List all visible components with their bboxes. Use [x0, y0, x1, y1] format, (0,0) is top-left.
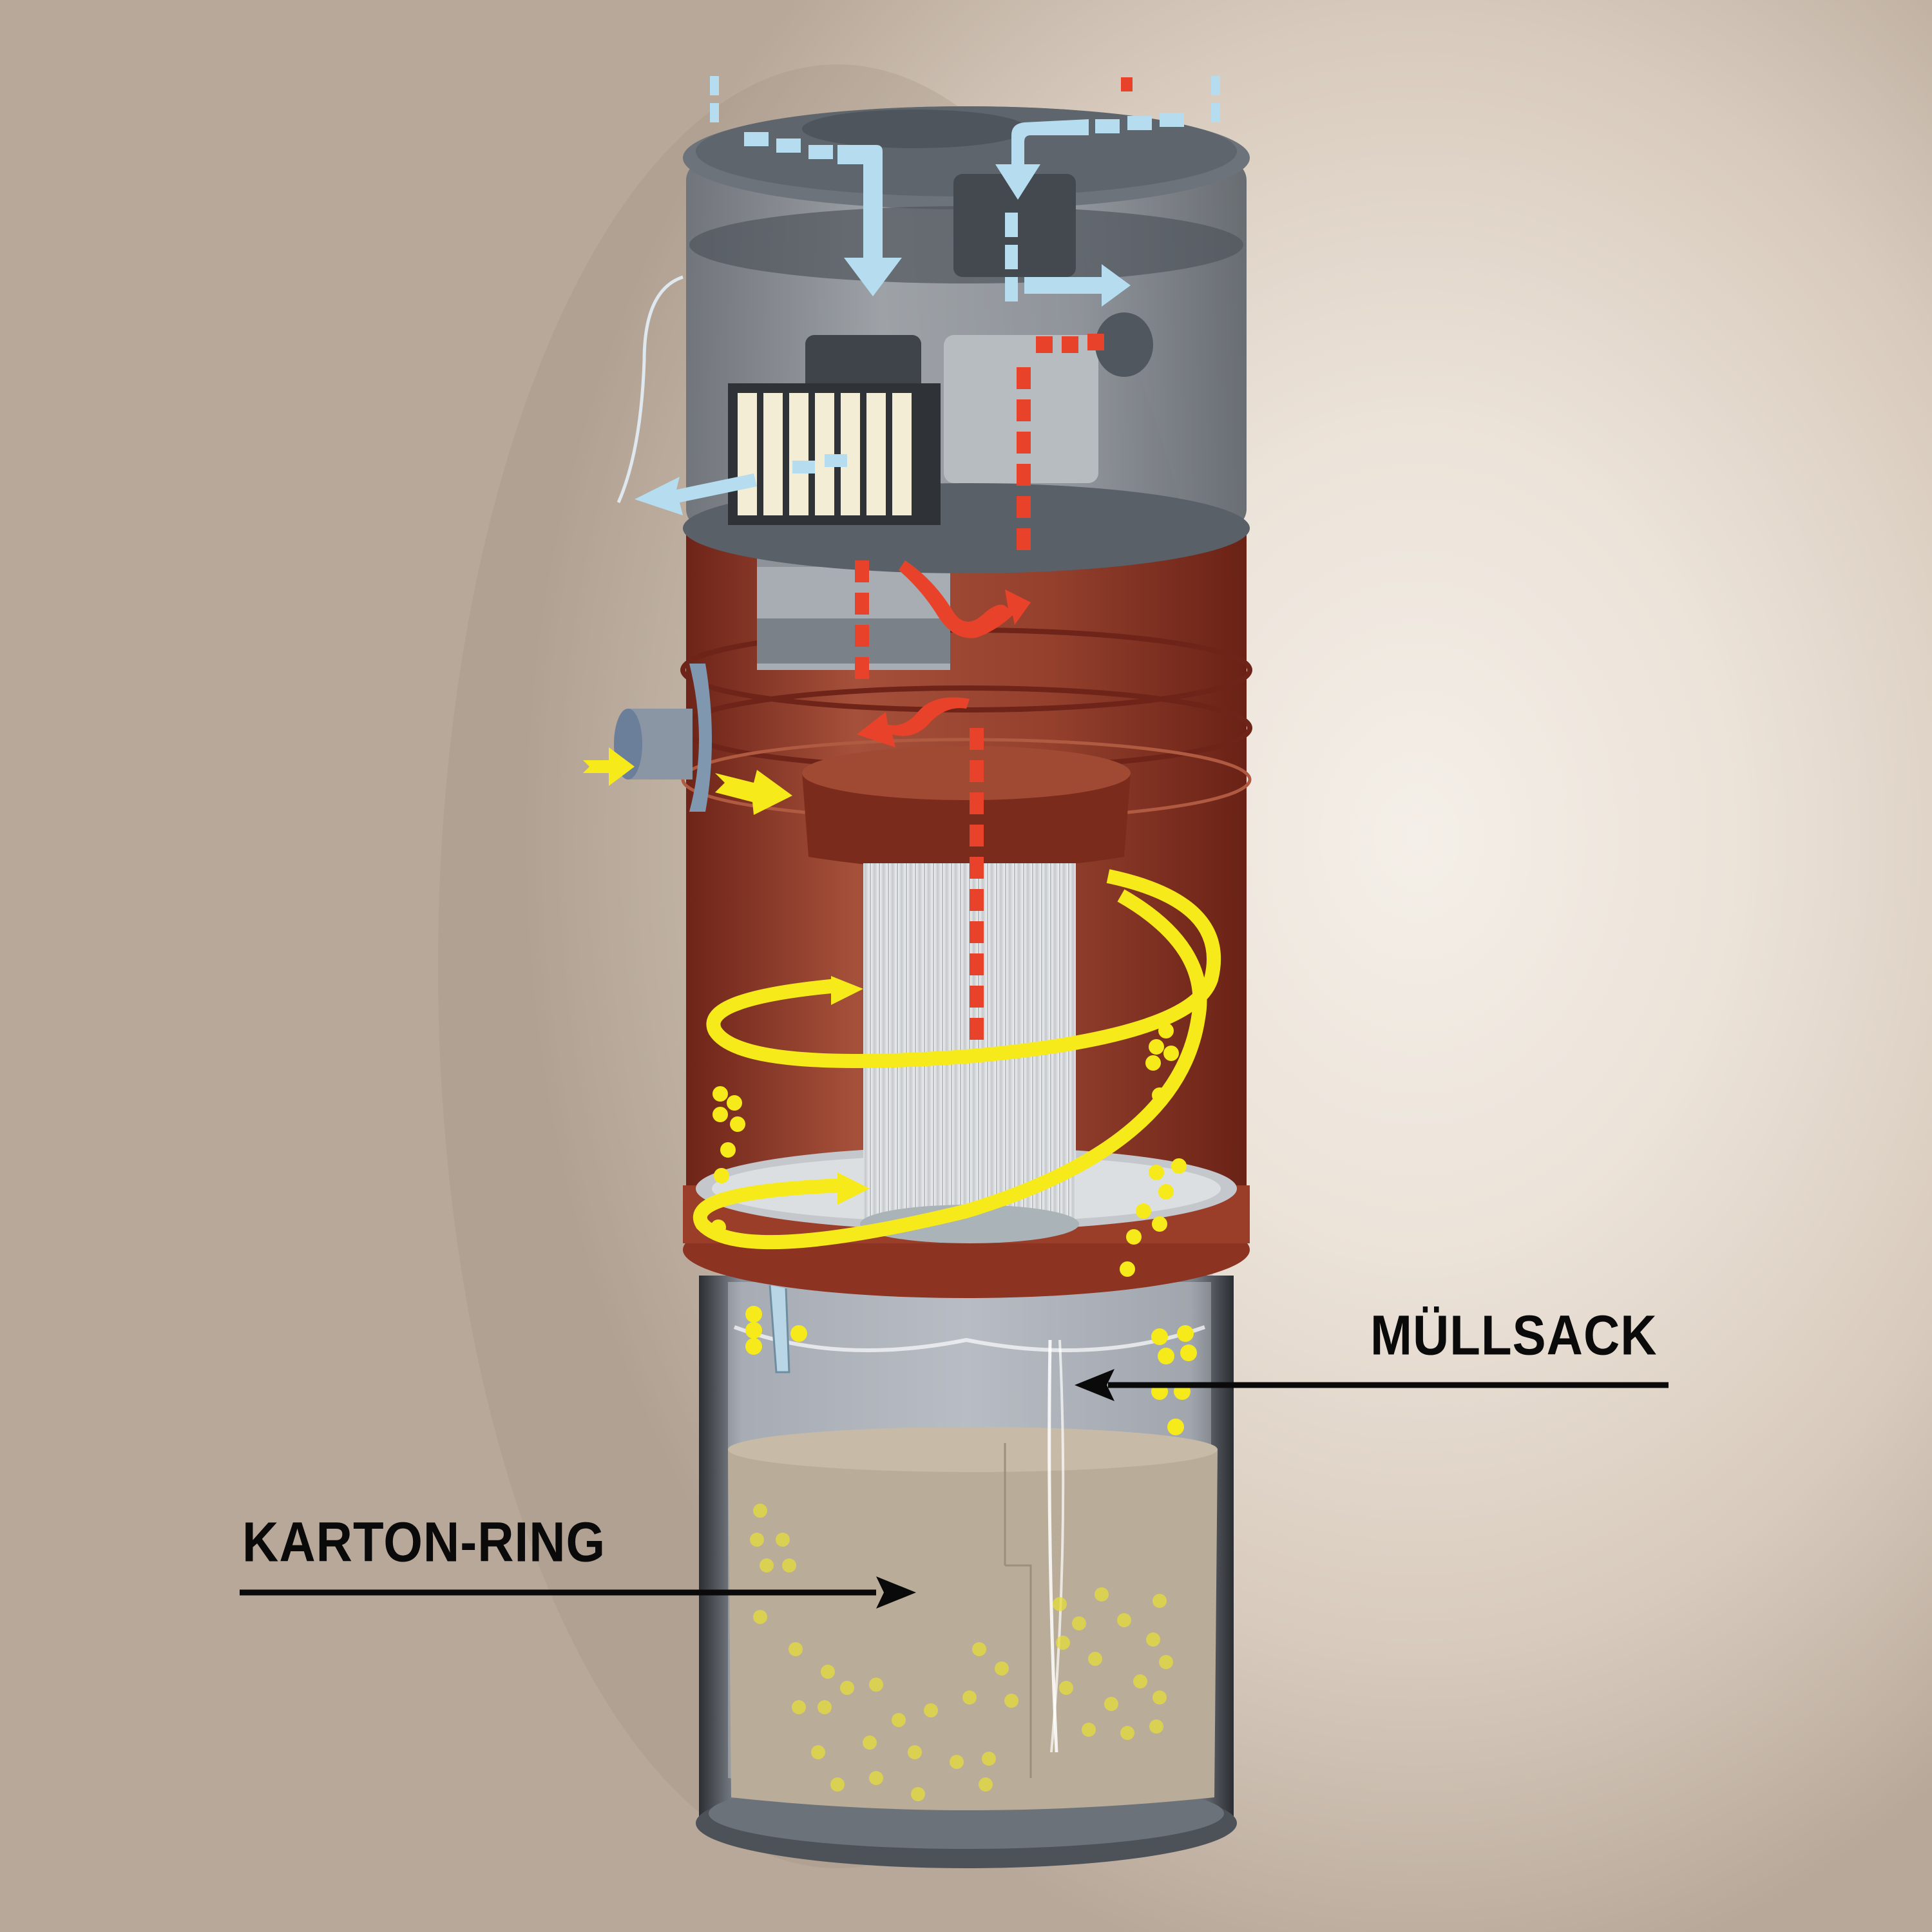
power-cable	[617, 275, 684, 504]
arrow-head-icon	[876, 1576, 916, 1609]
motor-housing	[617, 106, 1250, 573]
dirt-particles	[711, 1023, 1187, 1277]
collection-bin	[696, 1276, 1237, 1868]
label-muellsack: MÜLLSACK	[1370, 1303, 1658, 1367]
callout-muellsack	[1075, 1369, 1669, 1401]
exhaust-air-flow	[855, 77, 1133, 1040]
dust-particles	[750, 1504, 1173, 1801]
callout-karton-ring	[240, 1576, 916, 1609]
label-karton-ring: KARTON-RING	[242, 1510, 606, 1574]
cardboard-ring	[728, 1427, 1218, 1810]
bag-clip	[769, 1285, 790, 1373]
arrow-head-icon	[1075, 1369, 1114, 1401]
falling-particles-bin	[745, 1306, 1197, 1435]
cooling-air-flow	[635, 76, 1220, 515]
bag-drawstring	[1047, 1339, 1058, 1753]
dirty-air-flow	[583, 747, 1221, 1277]
